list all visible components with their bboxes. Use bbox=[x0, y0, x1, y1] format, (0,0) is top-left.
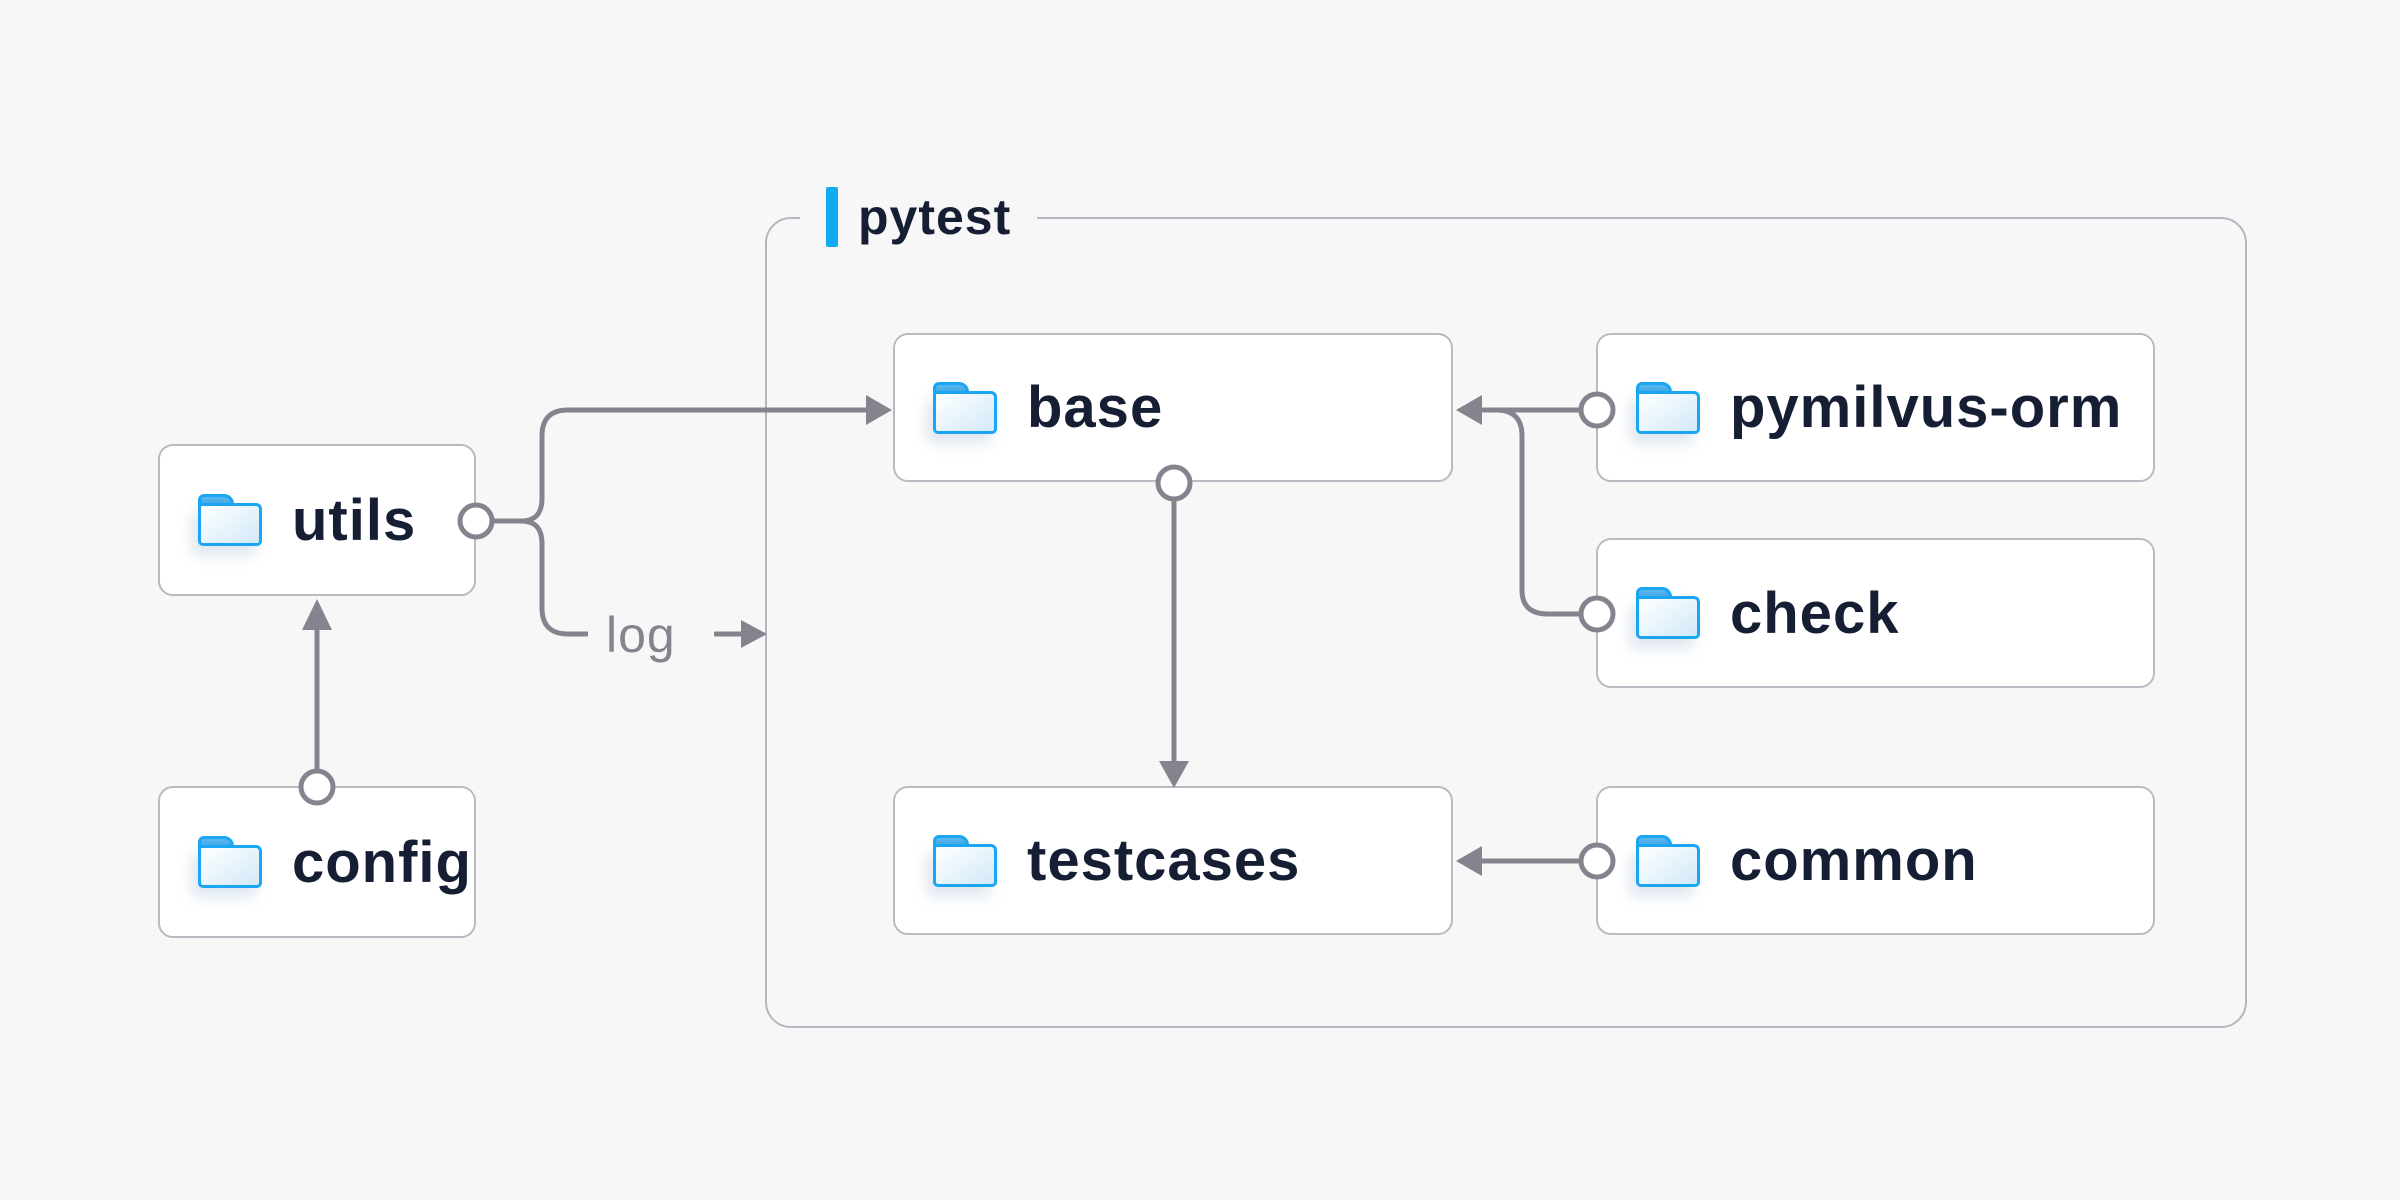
accent-bar-icon bbox=[826, 187, 838, 247]
folder-icon bbox=[933, 834, 997, 887]
node-testcases: testcases bbox=[893, 786, 1453, 935]
folder-icon bbox=[933, 381, 997, 434]
node-config: config bbox=[158, 786, 476, 938]
node-label: common bbox=[1730, 828, 1978, 893]
node-label: testcases bbox=[1027, 828, 1301, 893]
folder-icon bbox=[1636, 834, 1700, 887]
folder-icon bbox=[1636, 381, 1700, 434]
node-label: utils bbox=[292, 487, 417, 553]
node-pymilvus-orm: pymilvus-orm bbox=[1596, 333, 2155, 482]
edge-config-utils bbox=[302, 599, 332, 770]
node-common: common bbox=[1596, 786, 2155, 935]
node-label: base bbox=[1027, 375, 1164, 440]
group-label-pytest: pytest bbox=[800, 185, 1038, 249]
node-utils: utils bbox=[158, 444, 476, 596]
folder-icon bbox=[1636, 587, 1700, 639]
group-title: pytest bbox=[858, 189, 1012, 245]
edge-label-log: log bbox=[606, 607, 676, 663]
node-check: check bbox=[1596, 538, 2155, 688]
folder-icon bbox=[198, 836, 262, 888]
folder-icon bbox=[198, 494, 262, 546]
node-base: base bbox=[893, 333, 1453, 482]
node-label: config bbox=[292, 829, 472, 895]
node-label: check bbox=[1730, 580, 1900, 646]
node-label: pymilvus-orm bbox=[1730, 375, 2123, 440]
